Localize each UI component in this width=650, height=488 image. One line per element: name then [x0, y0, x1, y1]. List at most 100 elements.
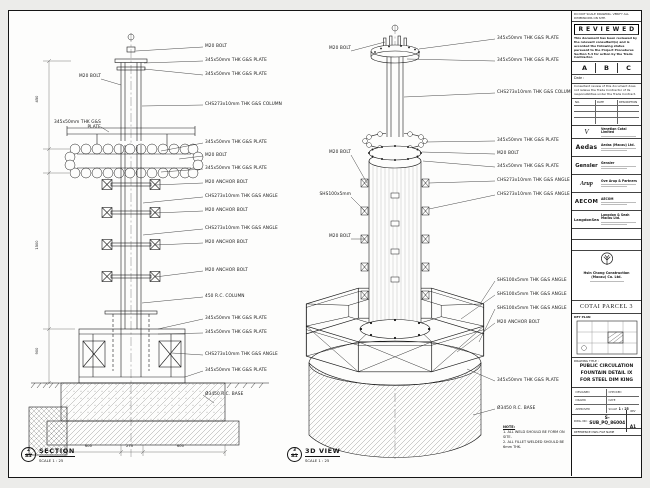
drawing-sheet: M20 BOLT 345x50mm THK G&S PLATE 345x50mm…	[8, 10, 642, 478]
callout-label: M20 ANCHOR BOLT	[205, 208, 248, 213]
consultant-box-aedas: Aedas Aedas (Macau) Ltd.	[572, 139, 641, 158]
view-title: SECTION	[39, 447, 75, 457]
callout-label: M20 BOLT	[78, 74, 101, 79]
callout-label: SHS100x5mm	[319, 192, 351, 197]
callout-label: 450 R.C. COLUMN	[205, 294, 245, 299]
rev-col-date: DATE	[596, 100, 618, 106]
meta-label: DRAWN	[575, 398, 586, 403]
drawing-title-block: DRAWING TITLE : PUBLIC CIRCULATION FOUNT…	[572, 358, 641, 388]
text-placeholder	[601, 204, 627, 206]
rev-label: REV	[630, 410, 636, 414]
reviewed-stamp: R E V I E W E D	[574, 23, 639, 35]
callout-label: M20 ANCHOR BOLT	[205, 268, 248, 273]
consultant-box-arup: Arup Ove Arup & Partners	[572, 175, 641, 194]
text-placeholder	[601, 221, 636, 223]
callout-label: 345x50mm THK G&S PLATE	[497, 138, 559, 143]
key-plan-drawing	[576, 320, 637, 355]
callout-label: CHS273x10mm THK G&S ANGLE	[205, 194, 278, 199]
text-placeholder	[589, 280, 624, 282]
consultant-box-empty	[572, 229, 641, 241]
meta-label: DESIGNED	[575, 390, 590, 395]
view-number: 2	[24, 448, 33, 455]
drawing-title-line: FOR STEEL DIM KING	[580, 377, 633, 383]
note-item: 2. ALL FILLET WELDED SHOULD BE 6mm THK.	[503, 439, 565, 449]
callout-label: CHS273x10mm THK G&S ANGLE	[205, 226, 278, 231]
gensler-logo: Gensler	[575, 162, 598, 169]
firm-name: Venetian Cotai Limited	[601, 126, 627, 134]
drawing-linework	[28, 24, 496, 459]
revision-row	[574, 112, 639, 119]
contractor-box: Hsin Chong Construction (Macau) Co. Ltd.	[572, 251, 641, 302]
callout-label: M20 BOLT	[328, 150, 351, 155]
callout-label: M20 ANCHOR BOLT	[205, 180, 248, 185]
rev-col-no: NO.	[574, 100, 596, 106]
dimension-text: 273	[126, 444, 133, 448]
callout-label: 345x50mm THK G&S PLATE	[205, 316, 267, 321]
contractor-name: (Macau) Co. Ltd.	[591, 275, 622, 280]
callout-label: 345x50mm THK G&S PLATE	[497, 378, 559, 383]
dwg-number-row: DWG. NO : S-SUB_PQ_86004 REV A1	[572, 410, 641, 433]
callout-label: 345x50mm THK G&S PLATE	[205, 58, 267, 63]
rev-col-desc: DESCRIPTION	[619, 100, 638, 105]
firm-name: AECOM	[601, 196, 614, 201]
callout-label: 345x50mm THK G&S PLATE	[205, 330, 267, 335]
drawing-title-label: DRAWING TITLE :	[574, 359, 599, 364]
callout-label: SHS100x5mm THK G&S ANGLE	[497, 292, 567, 297]
dimension-text: 600	[85, 444, 92, 448]
review-status-boxes: A B C	[572, 62, 641, 76]
drawing-area: M20 BOLT 345x50mm THK G&S PLATE 345x50mm…	[9, 11, 574, 476]
status-option-a: A	[574, 63, 596, 74]
callout-label: 345x50mm THK G&S PLATE	[205, 140, 267, 145]
firm-name: Langdon & Seah Macau Ltd.	[601, 212, 630, 221]
consultant-box-venetian: V Venetian Cotai Limited	[572, 126, 641, 140]
contractor-tree-logo	[600, 252, 613, 266]
status-option-b: B	[596, 63, 618, 74]
callout-label: 345x50mm THK G&S PLATE	[205, 72, 267, 77]
status-option-c: C	[626, 64, 631, 73]
text-placeholder	[601, 168, 627, 170]
contractor-name: Hsin Chong Construction	[583, 271, 630, 276]
rev-value: A1	[629, 424, 637, 430]
text-placeholder	[601, 166, 636, 168]
section-view-tag: 2 A1 SECTION SCALE 1 : 25	[21, 447, 75, 463]
firm-name: Gensler	[601, 160, 615, 165]
callout-label: M20 ANCHOR BOLT	[497, 320, 540, 325]
view-reference-bubble: 2 A1	[21, 447, 36, 462]
text-placeholder	[601, 224, 627, 226]
view-number: 3	[290, 448, 299, 455]
callout-label: M20 BOLT	[205, 153, 228, 158]
view-sheet: A1	[25, 454, 32, 459]
key-plan: KEY PLAN	[572, 314, 641, 359]
aecom-logo: AECOM	[574, 198, 599, 205]
key-plan-label: KEY PLAN	[574, 315, 591, 320]
text-placeholder	[601, 148, 636, 150]
project-name: COTAI PARCEL 3	[572, 301, 641, 315]
dimension-text: 900	[35, 347, 39, 355]
callout-label: SHS100x5mm THK G&S ANGLE	[497, 278, 567, 283]
revision-table-header: NO. DATE DESCRIPTION	[574, 100, 639, 107]
notes-heading: NOTE:	[503, 425, 516, 429]
note-item: 1. ALL WELD SHOULD BE FORM ON SITE.	[503, 429, 565, 439]
iso-view-tag: 3 A1 3D VIEW SCALE 1 : 25	[287, 447, 341, 463]
callout-label: CHS273x10mm THK G&S COLUMN	[205, 102, 282, 107]
callout-label: 345x50mm THK G&S PLATE	[205, 166, 267, 171]
callout-label: M20 ANCHOR BOLT	[205, 240, 248, 245]
date-field: Date :	[572, 75, 641, 85]
aedas-logo: Aedas	[575, 144, 598, 152]
text-placeholder	[601, 135, 636, 137]
dimension-text: 1500	[35, 240, 39, 250]
drawing-meta-grid: DESIGNED CHECKED DRAWN DATE APPROVED SCA…	[572, 388, 641, 415]
dimension-text: 600	[177, 444, 184, 448]
view-sheet: A1	[291, 454, 298, 459]
view-scale: SCALE 1 : 25	[305, 457, 330, 463]
text-placeholder	[601, 150, 627, 152]
drawing-title-line: PUBLIC CIRCULATION	[579, 364, 634, 370]
view-scale: SCALE 1 : 25	[39, 457, 64, 463]
reference-dwg-note: REFERENCE DWG FILE NAME	[572, 429, 641, 436]
revision-cell: REV A1	[626, 410, 639, 433]
arup-logo: Arup	[580, 180, 593, 187]
review-disclaimer: This document has been reviewed by the r…	[572, 36, 641, 63]
meta-label: SCALE	[608, 406, 618, 411]
callout-label: CHS273x10mm THK G&S ANGLE	[205, 352, 278, 357]
callout-label: Ø3450 R.C. BASE	[497, 406, 536, 411]
